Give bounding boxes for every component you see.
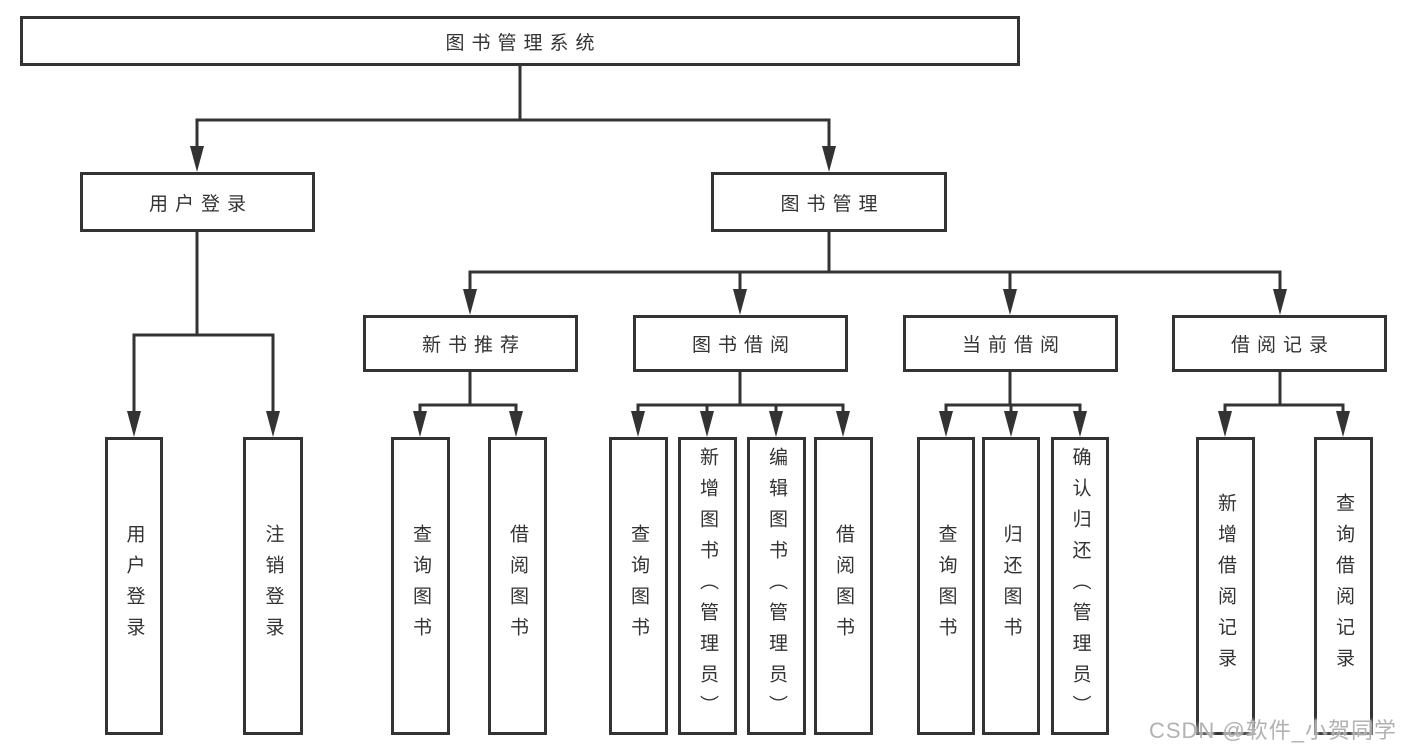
arrowhead bbox=[463, 289, 477, 315]
arrowhead bbox=[1004, 411, 1018, 437]
csdn-watermark: CSDN @软件_小贺同学 bbox=[1148, 718, 1397, 743]
arrowhead bbox=[836, 411, 850, 437]
connector-newbook-to-leaves bbox=[418, 372, 518, 413]
leaf-query-books-borrow: 查询图书 bbox=[609, 437, 668, 735]
leaf-edit-books-admin: 编辑图书（管理员） bbox=[747, 437, 806, 735]
node-new-book-recommendation: 新书推荐 bbox=[363, 315, 578, 372]
connector-userlogin-to-leaves bbox=[132, 232, 275, 413]
arrowhead bbox=[1073, 411, 1087, 437]
connector-borrowrecord-to-leaves bbox=[1223, 372, 1345, 413]
arrowhead bbox=[1218, 411, 1232, 437]
arrowhead bbox=[939, 411, 953, 437]
leaf-return-books: 归还图书 bbox=[982, 437, 1040, 735]
leaf-add-borrow-record: 新增借阅记录 bbox=[1196, 437, 1255, 735]
connector-bookmgmt-to-level3 bbox=[468, 232, 1282, 291]
leaf-borrow-books-newbook: 借阅图书 bbox=[488, 437, 547, 735]
leaf-query-books-current: 查询图书 bbox=[917, 437, 975, 735]
arrowhead bbox=[190, 146, 204, 172]
arrowhead bbox=[733, 289, 747, 315]
arrowhead bbox=[127, 411, 141, 437]
arrowhead bbox=[631, 411, 645, 437]
leaf-borrow-books: 借阅图书 bbox=[814, 437, 873, 735]
connector-currentborrow-to-leaves bbox=[944, 372, 1082, 413]
node-book-borrowing: 图书借阅 bbox=[633, 315, 848, 372]
node-borrowing-records: 借阅记录 bbox=[1172, 315, 1387, 372]
leaf-logout: 注销登录 bbox=[243, 437, 303, 735]
arrowhead bbox=[822, 146, 836, 172]
leaf-user-login: 用户登录 bbox=[105, 437, 163, 735]
connector-root-to-level2 bbox=[195, 66, 831, 148]
node-user-login: 用户登录 bbox=[80, 172, 315, 232]
arrowhead bbox=[413, 411, 427, 437]
arrowhead bbox=[769, 411, 783, 437]
leaf-query-borrow-record: 查询借阅记录 bbox=[1314, 437, 1373, 735]
leaf-query-books-newbook: 查询图书 bbox=[391, 437, 450, 735]
arrowhead bbox=[1273, 289, 1287, 315]
connector-bookborrow-to-leaves bbox=[636, 372, 845, 413]
node-library-management-system: 图书管理系统 bbox=[20, 16, 1020, 66]
node-book-management: 图书管理 bbox=[711, 172, 947, 232]
arrowhead bbox=[509, 411, 523, 437]
arrowhead bbox=[1003, 289, 1017, 315]
arrowhead bbox=[1336, 411, 1350, 437]
arrowhead bbox=[266, 411, 280, 437]
leaf-confirm-return-admin: 确认归还（管理员） bbox=[1051, 437, 1109, 735]
node-current-borrowing: 当前借阅 bbox=[903, 315, 1118, 372]
arrowhead bbox=[700, 411, 714, 437]
leaf-add-books-admin: 新增图书（管理员） bbox=[678, 437, 737, 735]
